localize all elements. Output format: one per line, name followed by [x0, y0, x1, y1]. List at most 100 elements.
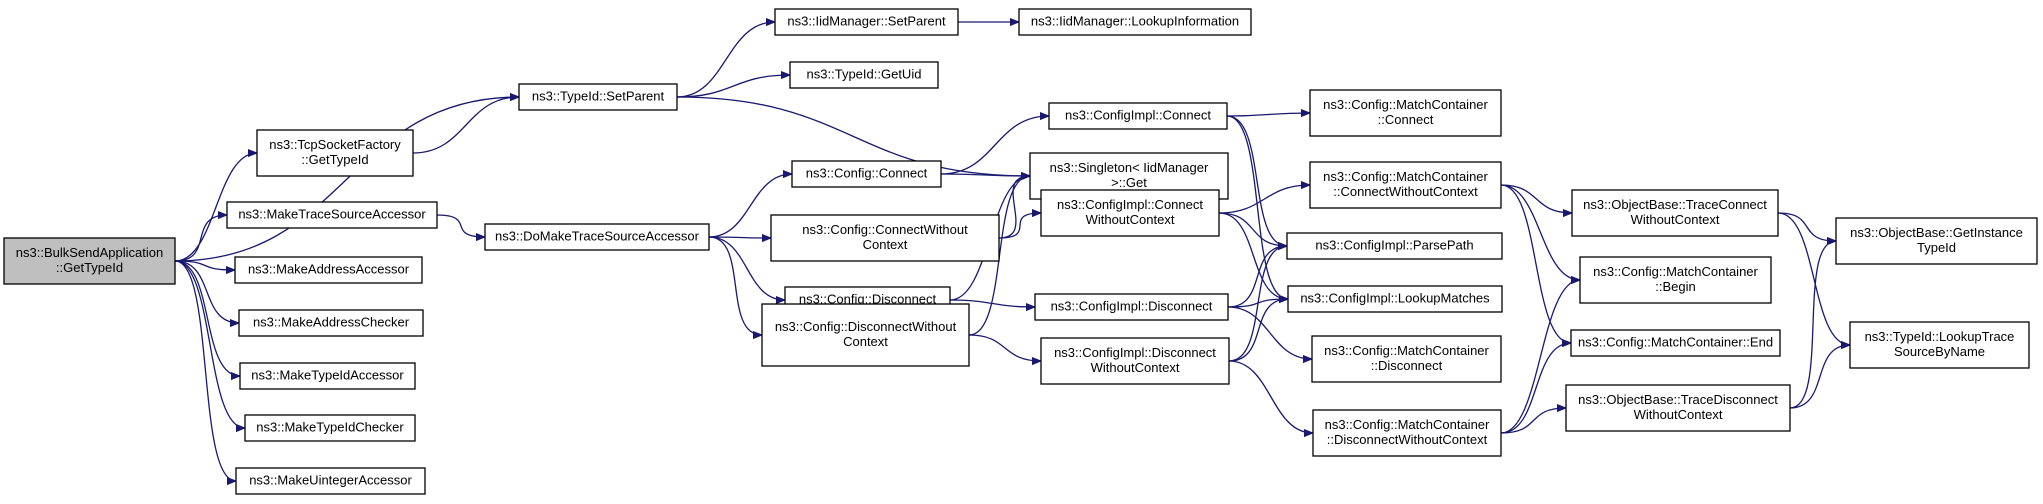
edge-cfgdiscwoc-to-impldiscwoc — [968, 334, 1041, 361]
node-implconnect[interactable]: ns3::ConfigImpl::Connect — [1048, 102, 1228, 130]
edge-setparent-to-iidsetparent — [676, 22, 775, 98]
edge-obtracediscwoc-to-tidlookup — [1789, 345, 1850, 409]
edge-root-to-mktidchk — [174, 260, 246, 428]
edge-root-to-setparent — [174, 97, 519, 262]
node-mcbegin[interactable]: ns3::Config::MatchContainer::Begin — [1579, 256, 1772, 304]
node-mcend[interactable]: ns3::Config::MatchContainer::End — [1570, 329, 1781, 357]
edge-root-to-mktidacc — [174, 260, 241, 376]
node-mcconnect-box — [1309, 89, 1502, 137]
node-domktrace[interactable]: ns3::DoMakeTraceSourceAccessor — [484, 223, 710, 251]
node-lookupm[interactable]: ns3::ConfigImpl::LookupMatches — [1287, 285, 1503, 313]
node-mkuint[interactable]: ns3::MakeUintegerAccessor — [235, 467, 426, 495]
edge-setparent-to-singleton — [676, 96, 1030, 176]
node-mcdiscwoc[interactable]: ns3::Config::MatchContainer::DisconnectW… — [1312, 409, 1502, 457]
node-iidsetparent-box — [774, 8, 959, 36]
node-singleton-label-line-1: >::Get — [1111, 175, 1147, 190]
node-tcpsock[interactable]: ns3::TcpSocketFactory::GetTypeId — [256, 129, 414, 177]
node-cfgconnwoc[interactable]: ns3::Config::ConnectWithoutContext — [770, 214, 1000, 262]
node-mkaddrchk[interactable]: ns3::MakeAddressChecker — [238, 309, 424, 337]
node-mktidacc[interactable]: ns3::MakeTypeIdAccessor — [239, 362, 416, 390]
node-mcdisc-box — [1311, 335, 1502, 383]
node-mcconnect-label-line-0: ns3::Config::MatchContainer — [1323, 97, 1488, 112]
edge-root-to-mkaddracc — [174, 260, 235, 270]
node-mkaddracc[interactable]: ns3::MakeAddressAccessor — [234, 256, 423, 284]
node-iidlookup-label-line-0: ns3::IidManager::LookupInformation — [1031, 14, 1239, 29]
node-mcdiscwoc-label-line-1: ::DisconnectWithoutContext — [1327, 432, 1488, 447]
node-setparent-label-line-0: ns3::TypeId::SetParent — [532, 89, 665, 104]
node-root-label-line-0: ns3::BulkSendApplication — [16, 245, 163, 260]
node-mcconnect-label-line-1: ::Connect — [1378, 112, 1434, 127]
node-mktidchk[interactable]: ns3::MakeTypeIdChecker — [244, 414, 416, 442]
node-mktrace-box — [226, 201, 438, 229]
node-impldiscwoc-label-line-0: ns3::ConfigImpl::Disconnect — [1054, 345, 1216, 360]
node-cfgdiscwoc[interactable]: ns3::Config::DisconnectWithoutContext — [761, 303, 970, 367]
node-obtracewoc-label-line-0: ns3::ObjectBase::TraceConnect — [1583, 197, 1767, 212]
node-mcconnwoc[interactable]: ns3::Config::MatchContainer::ConnectWith… — [1309, 161, 1502, 209]
node-impldisc[interactable]: ns3::ConfigImpl::Disconnect — [1034, 293, 1229, 321]
node-getuid-box — [789, 61, 939, 89]
node-implconnwoc[interactable]: ns3::ConfigImpl::ConnectWithoutContext — [1040, 189, 1220, 237]
node-mktidacc-box — [239, 362, 416, 390]
edge-impldisc-to-parsepath — [1227, 246, 1287, 308]
edge-mcconnwoc-to-obtracewoc — [1500, 184, 1572, 213]
node-impldiscwoc[interactable]: ns3::ConfigImpl::DisconnectWithoutContex… — [1040, 337, 1230, 385]
edge-implconnwoc-to-mcconnwoc — [1218, 185, 1310, 214]
node-mcconnect[interactable]: ns3::Config::MatchContainer::Connect — [1309, 89, 1502, 137]
node-tcpsock-label-line-0: ns3::TcpSocketFactory — [269, 137, 401, 152]
node-tidlookup-label-line-1: SourceByName — [1894, 344, 1985, 359]
edge-domktrace-to-cfgconnect — [708, 174, 792, 238]
edge-cfgconnect-to-implconnect — [940, 116, 1049, 175]
edge-mcdiscwoc-to-mcend — [1500, 343, 1571, 434]
node-domktrace-box — [484, 223, 710, 251]
node-parsepath[interactable]: ns3::ConfigImpl::ParsePath — [1286, 232, 1503, 260]
node-cfgdisc-label-line-0: ns3::Config::Disconnect — [799, 292, 937, 307]
node-obtracewoc[interactable]: ns3::ObjectBase::TraceConnectWithoutCont… — [1571, 189, 1779, 237]
node-tidlookup-label-line-0: ns3::TypeId::LookupTrace — [1865, 329, 2015, 344]
node-root-box — [3, 237, 176, 285]
node-implconnwoc-label-line-1: WithoutContext — [1086, 212, 1175, 227]
edge-root-to-mkuint — [174, 260, 237, 481]
node-iidlookup[interactable]: ns3::IidManager::LookupInformation — [1018, 8, 1252, 36]
edge-implconnwoc-to-parsepath — [1218, 212, 1287, 246]
node-setparent-box — [518, 83, 678, 111]
node-mcdiscwoc-label-line-0: ns3::Config::MatchContainer — [1325, 417, 1490, 432]
node-mcdisc[interactable]: ns3::Config::MatchContainer::Disconnect — [1311, 335, 1502, 383]
node-mcconnwoc-label-line-1: ::ConnectWithoutContext — [1333, 184, 1478, 199]
edge-mktrace-to-domktrace — [436, 214, 485, 237]
node-obtracediscwoc-label-line-1: WithoutContext — [1634, 407, 1723, 422]
edge-domktrace-to-cfgdiscwoc — [708, 236, 762, 335]
node-lookupm-label-line-0: ns3::ConfigImpl::LookupMatches — [1300, 291, 1490, 306]
node-mcbegin-label-line-1: ::Begin — [1655, 279, 1695, 294]
edge-implconnect-to-mcconnect — [1226, 113, 1310, 116]
edge-root-to-mktrace — [174, 215, 227, 262]
node-cfgconnwoc-label-line-1: Context — [863, 237, 908, 252]
node-mcconnwoc-label-line-0: ns3::Config::MatchContainer — [1323, 169, 1488, 184]
edge-implconnect-to-lookupm — [1226, 115, 1289, 299]
node-cfgconnect[interactable]: ns3::Config::Connect — [791, 160, 942, 188]
node-getuid-label-line-0: ns3::TypeId::GetUid — [807, 67, 922, 82]
edge-implconnect-to-parsepath — [1226, 115, 1288, 246]
node-mcdisc-label-line-1: ::Disconnect — [1371, 358, 1443, 373]
node-mktrace[interactable]: ns3::MakeTraceSourceAccessor — [226, 201, 438, 229]
node-lookupm-box — [1287, 285, 1503, 313]
node-cfgconnwoc-box — [770, 214, 1000, 262]
node-setparent[interactable]: ns3::TypeId::SetParent — [518, 83, 678, 111]
nodes-layer: ns3::BulkSendApplication::GetTypeIdns3::… — [3, 8, 2038, 495]
node-iidlookup-box — [1018, 8, 1252, 36]
node-mkaddracc-label-line-0: ns3::MakeAddressAccessor — [248, 262, 410, 277]
node-parsepath-label-line-0: ns3::ConfigImpl::ParsePath — [1315, 238, 1473, 253]
node-parsepath-box — [1286, 232, 1503, 260]
node-iidsetparent[interactable]: ns3::IidManager::SetParent — [774, 8, 959, 36]
edge-impldisc-to-mcdisc — [1227, 306, 1312, 359]
node-cfgconnect-box — [791, 160, 942, 188]
edge-obtracewoc-to-obgetinst — [1777, 212, 1836, 241]
node-root[interactable]: ns3::BulkSendApplication::GetTypeId — [3, 237, 176, 285]
node-obtracediscwoc[interactable]: ns3::ObjectBase::TraceDisconnectWithoutC… — [1565, 384, 1791, 432]
edge-setparent-to-getuid — [676, 75, 790, 98]
node-tcpsock-box — [256, 129, 414, 177]
node-impldisc-box — [1034, 293, 1229, 321]
node-getuid[interactable]: ns3::TypeId::GetUid — [789, 61, 939, 89]
